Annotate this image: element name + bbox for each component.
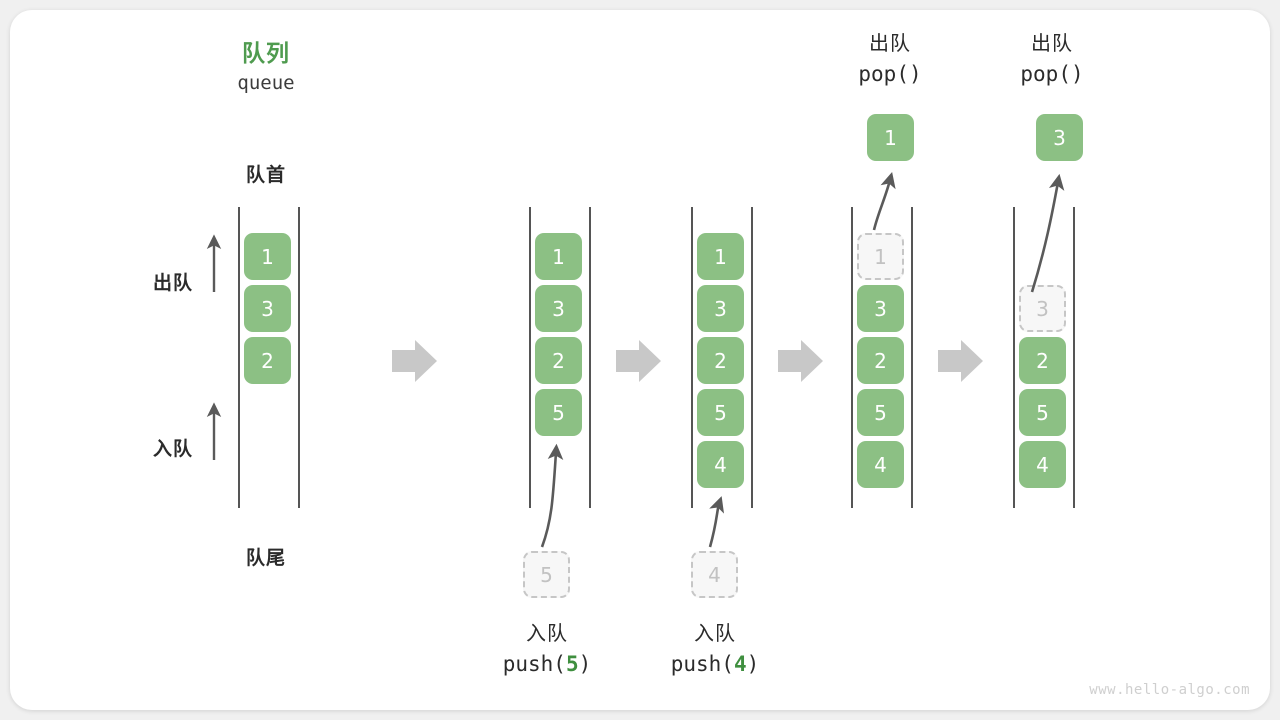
- ghost-element-outgoing: 3: [1019, 285, 1066, 332]
- queue-element-new: 4: [697, 441, 744, 488]
- header-code: pop(): [858, 62, 922, 86]
- label-queue-front: 队首: [245, 164, 286, 186]
- queue-element: 2: [697, 337, 744, 384]
- rail-left-col4: [851, 207, 853, 508]
- label-dequeue-direction: 出队: [152, 272, 193, 294]
- queue-element: 4: [857, 441, 904, 488]
- queue-element: 2: [1019, 337, 1066, 384]
- header-code: pop(): [1020, 62, 1084, 86]
- caption-push-5: 入队 push(5): [462, 618, 632, 680]
- ghost-element-incoming: 5: [523, 551, 570, 598]
- rail-right-col2: [589, 207, 591, 508]
- rail-right-col5: [1073, 207, 1075, 508]
- rail-left-col5: [1013, 207, 1015, 508]
- header-cn: 出队: [1031, 31, 1073, 55]
- queue-element: 2: [244, 337, 291, 384]
- queue-element: 3: [244, 285, 291, 332]
- ghost-element-incoming: 4: [691, 551, 738, 598]
- queue-element: 1: [244, 233, 291, 280]
- diagram-card: [10, 10, 1270, 710]
- queue-element: 1: [697, 233, 744, 280]
- queue-element: 3: [697, 285, 744, 332]
- diagram-title-en: queue: [237, 72, 295, 94]
- queue-element: 4: [1019, 441, 1066, 488]
- queue-element: 5: [697, 389, 744, 436]
- queue-element: 3: [857, 285, 904, 332]
- diagram-title-cn: 队列: [242, 41, 290, 67]
- queue-element: 2: [857, 337, 904, 384]
- rail-right-col1: [298, 207, 300, 508]
- rail-left-col2: [529, 207, 531, 508]
- caption-push-4: 入队 push(4): [630, 618, 800, 680]
- queue-element: 2: [535, 337, 582, 384]
- rail-left-col1: [238, 207, 240, 508]
- label-enqueue-direction: 入队: [152, 438, 193, 460]
- popped-element: 1: [867, 114, 914, 161]
- label-queue-rear: 队尾: [245, 547, 286, 569]
- ghost-element-outgoing: 1: [857, 233, 904, 280]
- watermark: www.hello-algo.com: [1089, 682, 1250, 698]
- queue-element: 1: [535, 233, 582, 280]
- rail-left-col3: [691, 207, 693, 508]
- caption-code: push(4): [670, 652, 760, 676]
- header-cn: 出队: [869, 31, 911, 55]
- queue-element: 5: [857, 389, 904, 436]
- caption-cn: 入队: [526, 621, 568, 645]
- queue-element-new: 5: [535, 389, 582, 436]
- popped-element: 3: [1036, 114, 1083, 161]
- queue-element: 3: [535, 285, 582, 332]
- header-pop-1: 出队 pop(): [805, 28, 975, 90]
- header-pop-3: 出队 pop(): [967, 28, 1137, 90]
- caption-cn: 入队: [694, 621, 736, 645]
- queue-element: 5: [1019, 389, 1066, 436]
- rail-right-col4: [911, 207, 913, 508]
- caption-code: push(5): [502, 652, 592, 676]
- rail-right-col3: [751, 207, 753, 508]
